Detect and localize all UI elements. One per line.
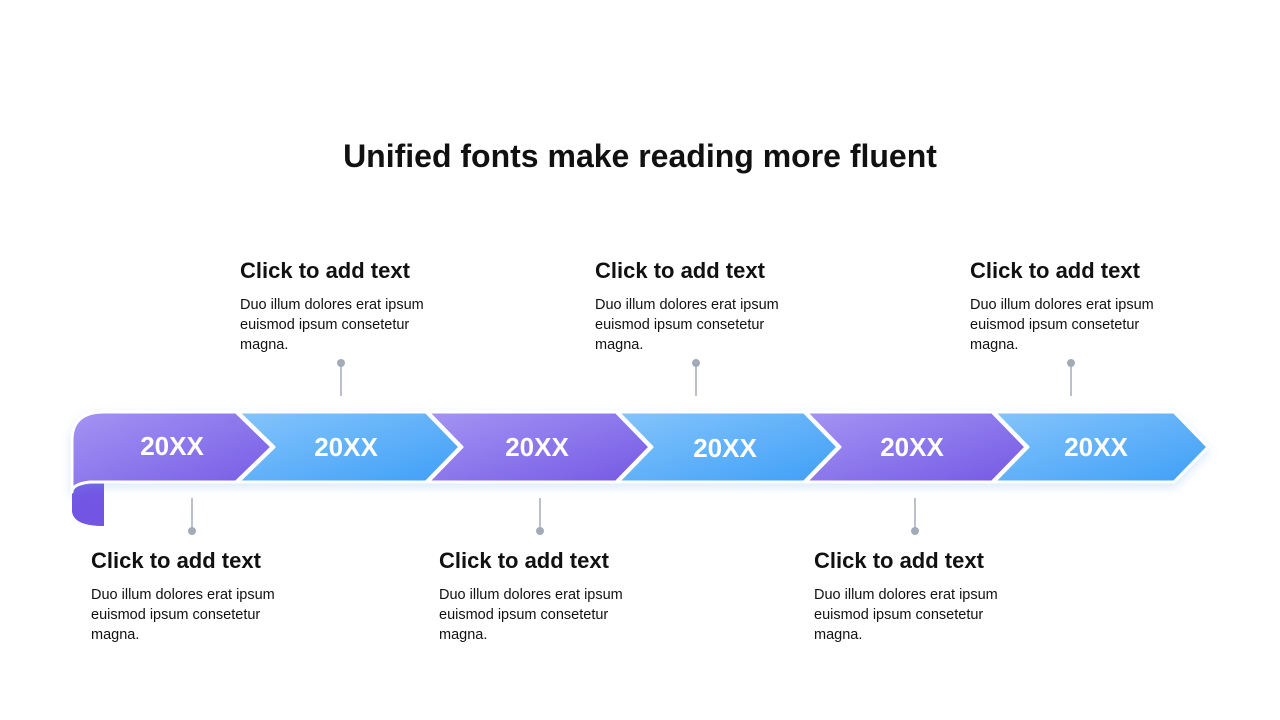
- slide-title[interactable]: Unified fonts make reading more fluent: [343, 138, 937, 174]
- timeline-segment-1[interactable]: [70, 410, 274, 494]
- text-block-body[interactable]: Duo illum dolores erat ipsum euismod ips…: [814, 587, 998, 643]
- connector-top-6: [1067, 359, 1075, 396]
- connector-bottom-3: [536, 498, 544, 535]
- timeline-segment-4[interactable]: [616, 410, 840, 484]
- year-label-4: 20XX: [693, 433, 757, 463]
- text-block-6[interactable]: Click to add text Duo illum dolores erat…: [970, 258, 1190, 355]
- connector-top-4: [692, 359, 700, 396]
- text-block-body[interactable]: Duo illum dolores erat ipsum euismod ips…: [595, 297, 779, 353]
- text-block-body[interactable]: Duo illum dolores erat ipsum euismod ips…: [240, 297, 424, 353]
- text-block-body[interactable]: Duo illum dolores erat ipsum euismod ips…: [91, 587, 275, 643]
- text-block-5[interactable]: Click to add text Duo illum dolores erat…: [814, 548, 1034, 645]
- timeline-segment-2[interactable]: [236, 410, 462, 484]
- year-label-1: 20XX: [140, 431, 204, 461]
- connector-bottom-1: [188, 498, 196, 535]
- year-label-5: 20XX: [880, 432, 944, 462]
- text-block-3[interactable]: Click to add text Duo illum dolores erat…: [439, 548, 659, 645]
- text-block-heading[interactable]: Click to add text: [240, 258, 410, 283]
- text-block-body[interactable]: Duo illum dolores erat ipsum euismod ips…: [439, 587, 623, 643]
- connector-bottom-5: [911, 498, 919, 535]
- text-block-2[interactable]: Click to add text Duo illum dolores erat…: [240, 258, 460, 355]
- year-label-6: 20XX: [1064, 432, 1128, 462]
- ribbon-curl-fold: [72, 484, 104, 526]
- text-block-body[interactable]: Duo illum dolores erat ipsum euismod ips…: [970, 297, 1154, 353]
- text-block-heading[interactable]: Click to add text: [970, 258, 1140, 283]
- timeline-segment-6[interactable]: [992, 410, 1210, 484]
- year-label-2: 20XX: [314, 432, 378, 462]
- timeline-segment-5[interactable]: [804, 410, 1028, 484]
- text-block-1[interactable]: Click to add text Duo illum dolores erat…: [91, 548, 311, 645]
- connector-top-2: [337, 359, 345, 396]
- year-label-3: 20XX: [505, 432, 569, 462]
- timeline-segment-3[interactable]: [426, 410, 652, 484]
- text-block-heading[interactable]: Click to add text: [814, 548, 984, 573]
- text-block-heading[interactable]: Click to add text: [439, 548, 609, 573]
- text-block-heading[interactable]: Click to add text: [91, 548, 261, 573]
- text-block-heading[interactable]: Click to add text: [595, 258, 765, 283]
- text-block-4[interactable]: Click to add text Duo illum dolores erat…: [595, 258, 815, 355]
